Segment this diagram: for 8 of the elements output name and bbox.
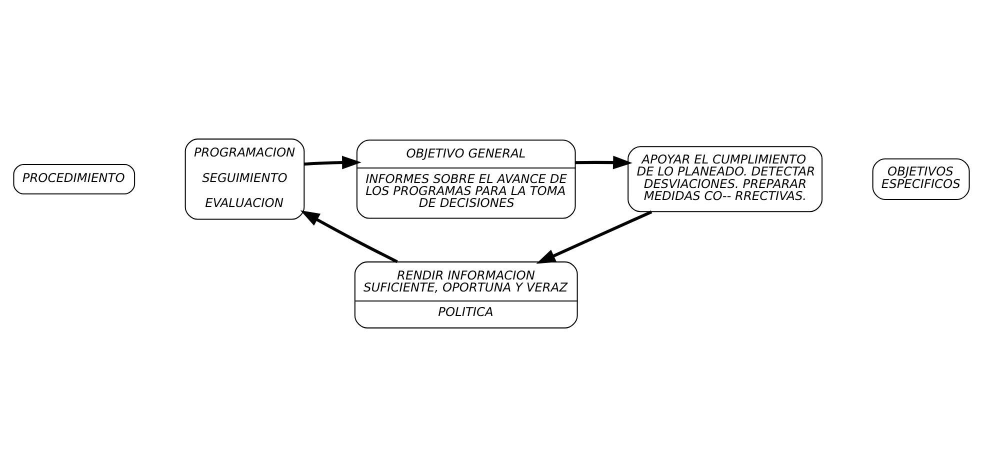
node-box: PROCEDIMIENTO xyxy=(13,163,136,194)
arrow xyxy=(536,210,652,264)
arrow xyxy=(575,155,632,169)
node-box: PROGRAMACION SEGUIMIENTO EVALUACION xyxy=(184,138,305,220)
node-box: APOYAR EL CUMPLIMIENTO DE LO PLANEADO. DETECTAR DESVIACIONES. PREPARAR MEDIDAS CO-- RRECTIVAS. xyxy=(628,146,823,212)
arrow xyxy=(304,155,362,169)
node-box: OBJETIVOS ESPECIFICOS xyxy=(872,158,970,200)
arrow xyxy=(300,210,398,263)
